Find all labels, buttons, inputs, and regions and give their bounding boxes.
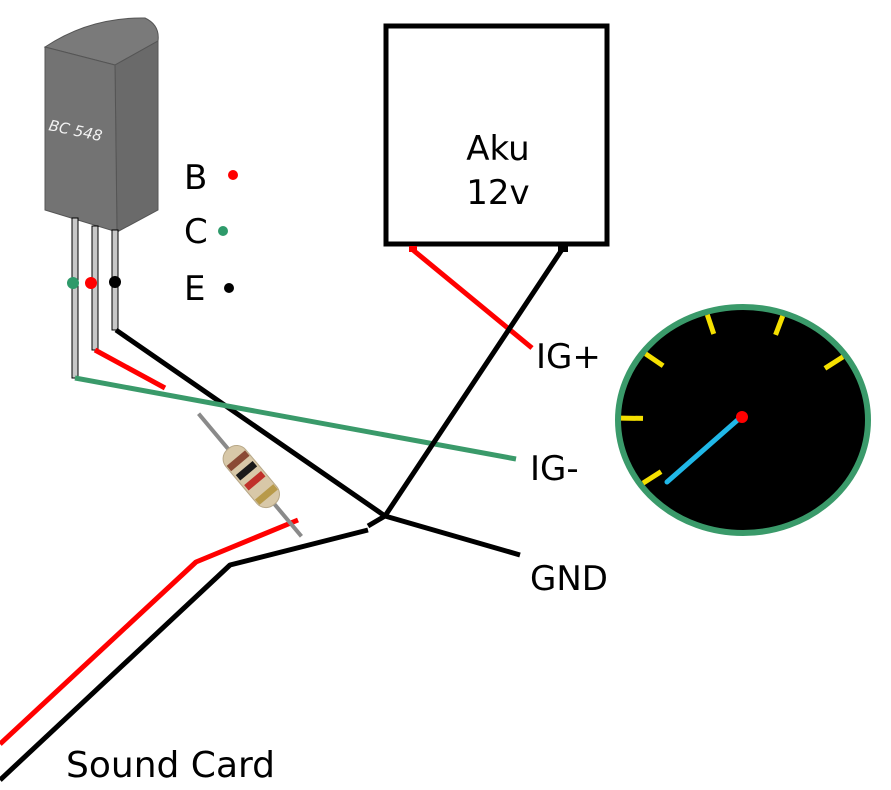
ig-minus-label: IG- <box>530 449 579 489</box>
collector-wire <box>74 375 517 462</box>
sound-card-signal-wire <box>0 517 299 746</box>
gauge-tick <box>644 351 665 368</box>
gauge-tick <box>773 315 786 336</box>
resistor-band-2 <box>235 461 258 481</box>
pin-dot-b <box>228 170 238 180</box>
emitter-dot <box>109 276 121 288</box>
gauge-hub <box>736 411 748 423</box>
pin-legend: B C E <box>184 158 238 309</box>
pin-dot-e <box>224 283 234 293</box>
pin-label-c: C <box>184 212 208 252</box>
collector-leg <box>71 217 79 379</box>
gauge-ticks <box>620 314 845 486</box>
sound-card-label: Sound Card <box>66 745 275 786</box>
gauge-tick <box>641 469 663 486</box>
sound-card-ground-wire <box>0 527 369 782</box>
resistor <box>197 412 303 538</box>
gauge-tick <box>823 354 845 371</box>
base-dot <box>85 277 97 289</box>
wires <box>0 244 568 782</box>
bc548-transistor: BC 548 <box>43 17 159 379</box>
pin-dot-c <box>218 226 228 236</box>
battery-positive-terminal <box>409 246 417 252</box>
signal-labels: IG+ IG- GND <box>530 337 608 599</box>
gauge-needle <box>664 414 744 485</box>
resistor-body <box>222 445 280 509</box>
battery-label-line2: 12v <box>466 173 529 213</box>
base-wire <box>93 347 167 391</box>
transistor-side <box>114 40 159 233</box>
battery-label-line1: Aku <box>466 129 529 169</box>
collector-dot <box>67 277 79 289</box>
transistor-top <box>43 17 159 66</box>
pin-label-e: E <box>184 269 205 309</box>
emitter-wire <box>114 327 521 558</box>
battery-box: Aku 12v <box>383 23 610 247</box>
ig-plus-label: IG+ <box>536 337 601 377</box>
battery-negative-wire <box>366 246 566 529</box>
gauge-tick <box>704 314 717 335</box>
tachometer-gauge <box>615 304 871 536</box>
battery-positive-wire <box>411 248 534 350</box>
resistor-band-1 <box>226 450 250 472</box>
pin-label-b: B <box>184 158 207 198</box>
resistor-band-4 <box>254 484 278 505</box>
gnd-label: GND <box>530 559 608 599</box>
resistor-band-3 <box>244 470 266 491</box>
battery-negative-terminal <box>558 244 568 252</box>
